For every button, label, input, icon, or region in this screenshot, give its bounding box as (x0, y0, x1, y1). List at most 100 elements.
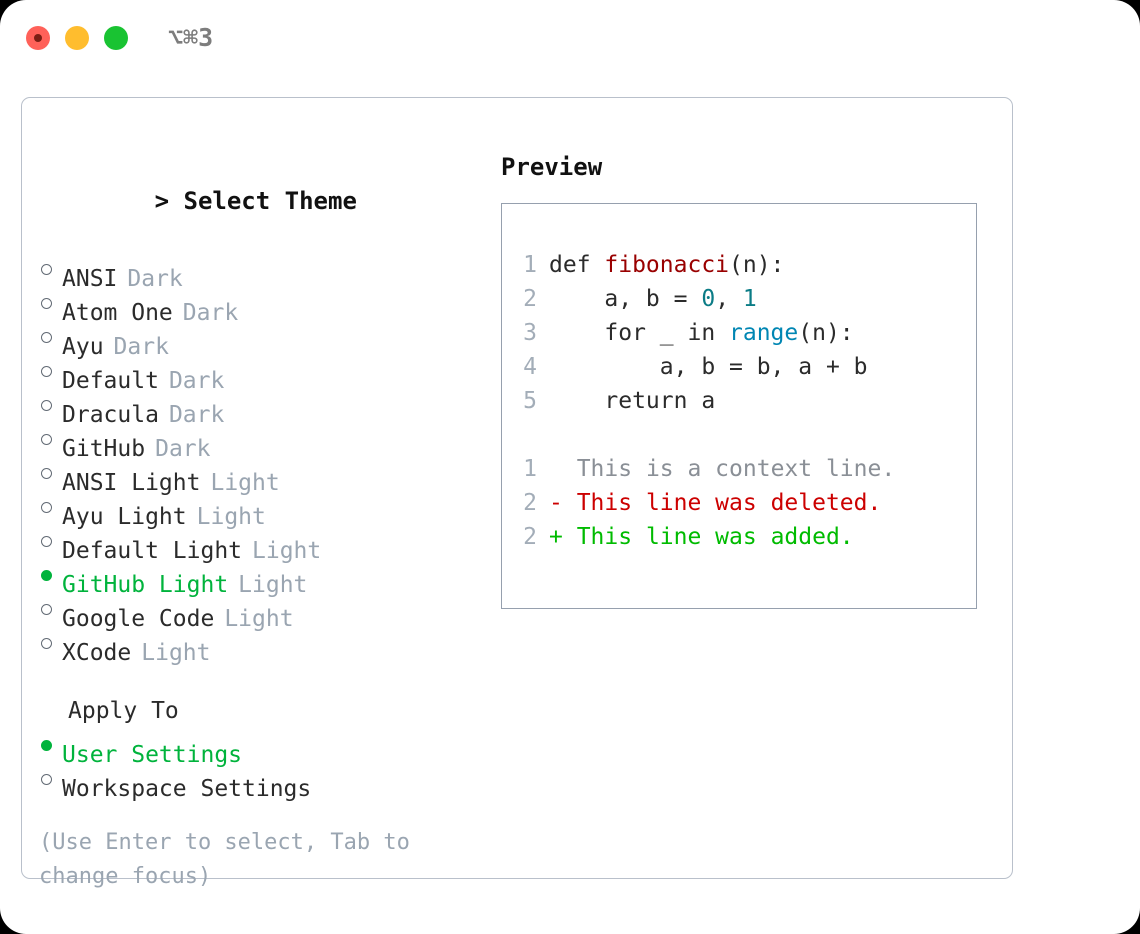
diff-line-text: This is a context line. (576, 456, 896, 482)
diff-marker (549, 452, 577, 486)
diff-marker: + (549, 524, 577, 550)
radio-selected-icon (39, 558, 62, 592)
code-line-text: for _ in range(n): (549, 316, 854, 350)
traffic-lights (26, 26, 128, 50)
theme-option-github[interactable]: GitHub Dark (39, 422, 479, 462)
theme-option-label: GitHub (62, 436, 146, 462)
diff-line-text: This line was added. (576, 524, 854, 550)
theme-option-label: Dracula (62, 402, 159, 428)
code-line-text: def fibonacci(n): (549, 248, 784, 282)
minimize-button[interactable] (65, 26, 89, 50)
code-line-text: return a (549, 384, 715, 418)
radio-unselected-icon (39, 490, 62, 524)
theme-option-dracula[interactable]: Dracula Dark (39, 388, 479, 428)
code-token-plain: for _ in (549, 320, 730, 346)
code-token-plain: a, b = b, a + b (549, 354, 868, 380)
code-token-plain: (n): (798, 320, 854, 346)
theme-option-kind: Light (224, 606, 294, 632)
diff-line-add: 2 + This line was added. (513, 520, 970, 554)
code-line: 3 for _ in range(n): (513, 316, 970, 350)
code-line: 5 return a (513, 384, 970, 418)
preview-heading: Preview (501, 153, 603, 181)
apply-to-option-user-settings[interactable]: User Settings (39, 728, 479, 768)
code-line-number: 1 (523, 252, 537, 278)
theme-option-label: ANSI (62, 266, 118, 292)
title-bar: ⌥⌘3 (0, 0, 1140, 76)
radio-unselected-icon (39, 592, 62, 626)
diff-line-number: 1 (523, 456, 537, 482)
diff-marker: - (549, 490, 577, 516)
diff-line-text: This line was deleted. (576, 490, 882, 516)
apply-to-option-label: Workspace Settings (62, 776, 312, 802)
diff-line-number: 2 (523, 524, 537, 550)
code-token-plain: , (715, 286, 743, 312)
theme-option-kind: Dark (127, 266, 183, 292)
theme-option-kind: Light (141, 640, 211, 666)
theme-option-label: Default Light (62, 538, 243, 564)
radio-unselected-icon (39, 456, 62, 490)
theme-option-ayu[interactable]: Ayu Dark (39, 320, 479, 360)
theme-option-label: XCode (62, 640, 132, 666)
radio-unselected-icon (39, 252, 62, 286)
theme-option-ansi-light[interactable]: ANSI Light Light (39, 456, 479, 496)
diff-line-number: 2 (523, 490, 537, 516)
theme-option-kind: Dark (113, 334, 169, 360)
theme-option-label: Ayu (62, 334, 104, 360)
code-line-number: 5 (523, 388, 537, 414)
theme-option-default-light[interactable]: Default Light Light (39, 524, 479, 564)
maximize-button[interactable] (104, 26, 128, 50)
code-line: 1 def fibonacci(n): (513, 248, 970, 282)
apply-to-option-label: User Settings (62, 742, 243, 768)
code-line-number: 2 (523, 286, 537, 312)
radio-selected-icon (39, 728, 62, 762)
theme-option-label: Google Code (62, 606, 215, 632)
code-line: 2 a, b = 0, 1 (513, 282, 970, 316)
theme-option-kind: Light (252, 538, 322, 564)
apply-to-option-workspace-settings[interactable]: Workspace Settings (39, 762, 479, 802)
diff-line-del: 2- This line was deleted. (513, 486, 970, 520)
keyboard-hint-text: (Use Enter to select, Tab to change focu… (39, 830, 424, 889)
radio-unselected-icon (39, 354, 62, 388)
theme-option-kind: Dark (155, 436, 211, 462)
theme-option-label: GitHub Light (62, 572, 229, 598)
radio-unselected-icon (39, 524, 62, 558)
radio-unselected-icon (39, 286, 62, 320)
theme-option-label: Atom One (62, 300, 173, 326)
caret-icon: > (154, 187, 170, 215)
theme-option-xcode[interactable]: XCode Light (39, 626, 479, 666)
theme-option-label: ANSI Light (62, 470, 201, 496)
radio-unselected-icon (39, 388, 62, 422)
theme-option-google-code[interactable]: Google Code Light (39, 592, 479, 632)
code-token-plain: def (549, 252, 605, 278)
theme-option-kind: Dark (168, 368, 225, 394)
code-token-call: range (729, 320, 799, 346)
code-token-plain: return a (549, 388, 716, 414)
theme-option-kind: Dark (168, 402, 225, 428)
radio-unselected-icon (39, 762, 62, 796)
select-theme-heading: > Select Theme (39, 150, 479, 252)
code-token-plain: (n): (729, 252, 785, 278)
code-blank-line (513, 418, 970, 452)
theme-option-kind: Light (210, 470, 280, 496)
radio-unselected-icon (39, 320, 62, 354)
radio-unselected-icon (39, 626, 62, 660)
theme-option-ansi[interactable]: ANSI Dark (39, 252, 479, 292)
keyboard-shortcut-label: ⌥⌘3 (168, 23, 214, 52)
code-line-number: 4 (523, 354, 537, 380)
code-token-plain: a, b = (549, 286, 702, 312)
code-line-text: a, b = b, a + b (549, 350, 868, 384)
close-button[interactable] (26, 26, 50, 50)
diff-line-ctx: 1 This is a context line. (513, 452, 970, 486)
code-token-num: 0 (701, 286, 716, 312)
